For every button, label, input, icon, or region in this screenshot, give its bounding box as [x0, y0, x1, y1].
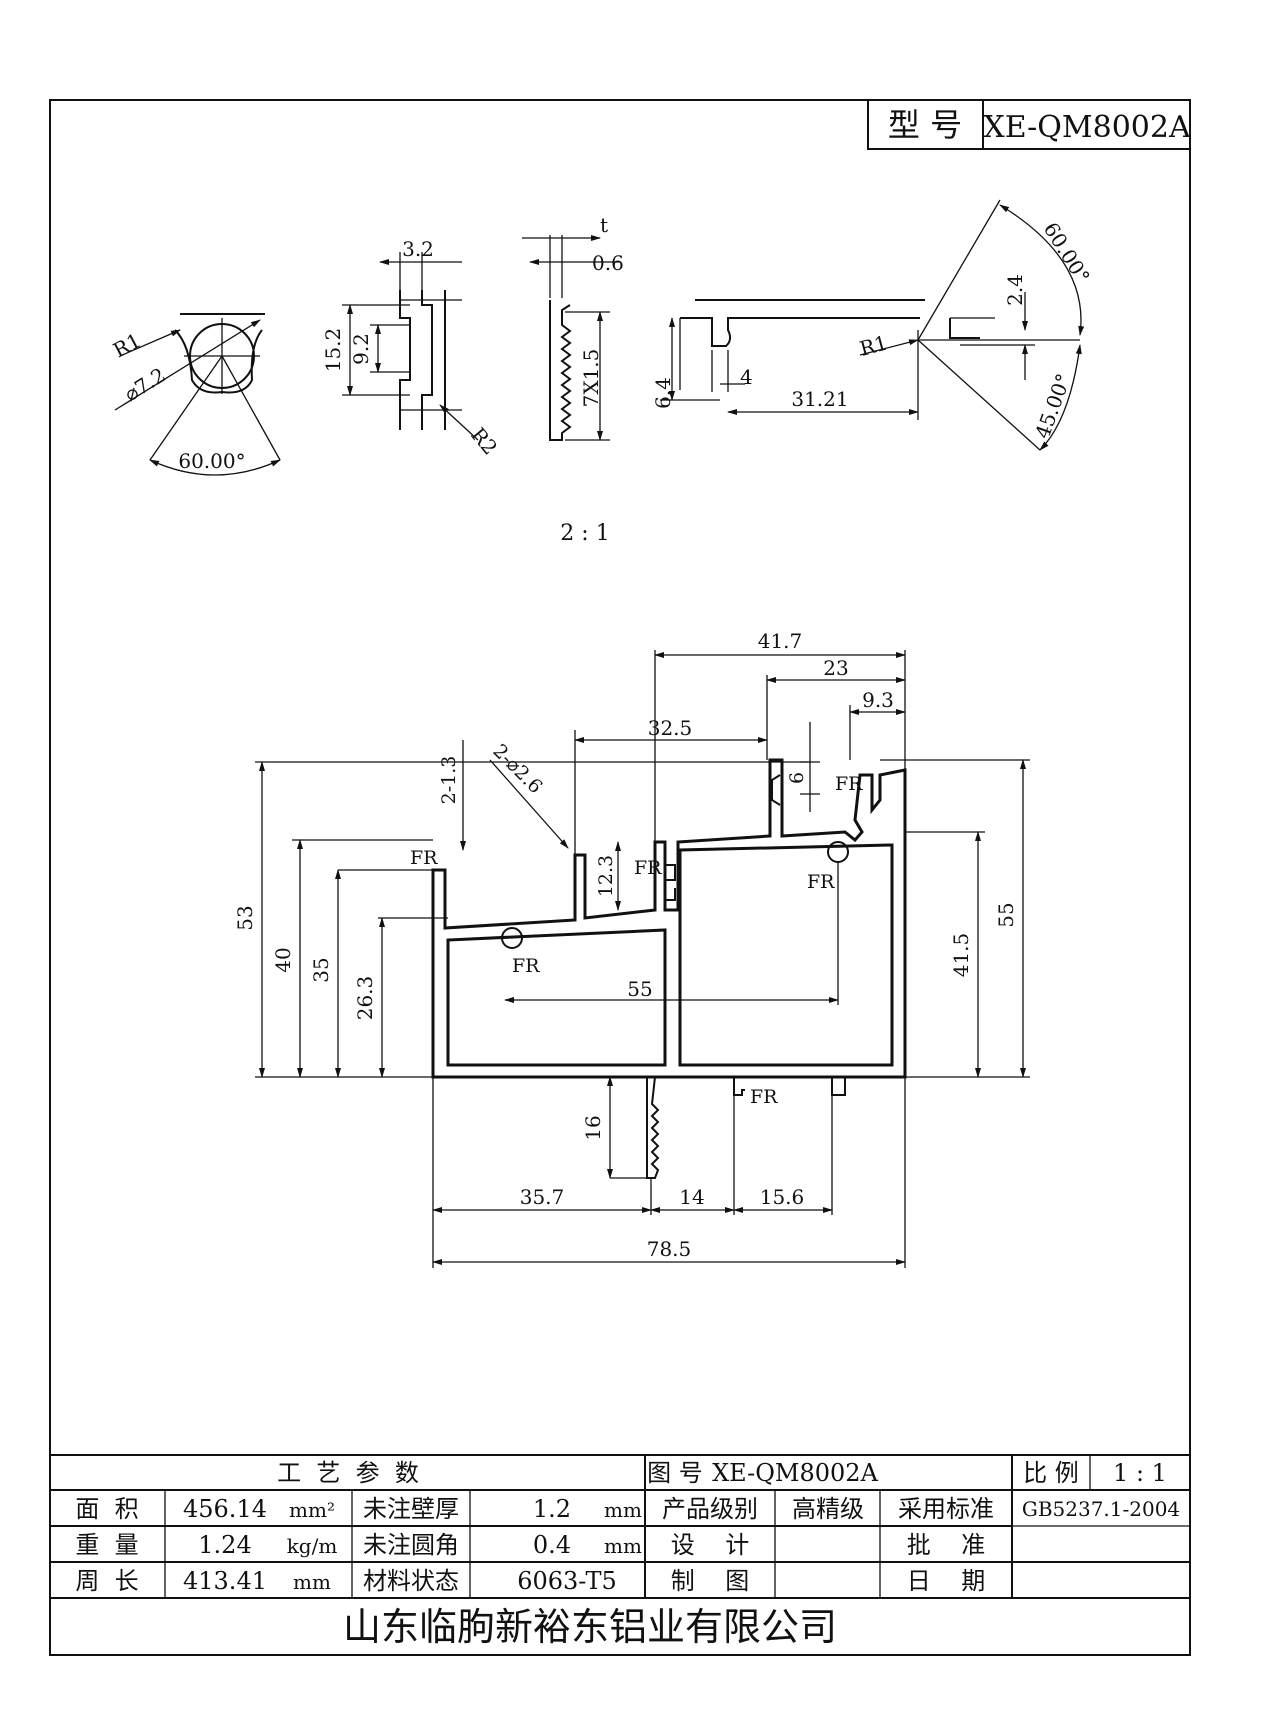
wall-label: 未注壁厚: [363, 1495, 459, 1523]
d4-height-small: 2.4: [1003, 274, 1027, 306]
model-number-box: 型 号 XE-QM8002A: [867, 99, 1191, 150]
model-label: 型 号: [888, 106, 962, 144]
detail-scale: 2 : 1: [560, 521, 609, 546]
drawn-label: 制 图: [671, 1567, 750, 1595]
d4-radius: R1: [857, 330, 890, 360]
d4-width-long: 31.21: [791, 387, 848, 411]
dim-6: 6: [786, 772, 808, 784]
dim-2-1-3: 2-1.3: [438, 756, 460, 805]
drawing-no-label: 图 号: [647, 1459, 703, 1487]
grade-value: 高精级: [792, 1495, 864, 1523]
fr-labels: FR FR FR FR FR FR: [410, 773, 863, 1108]
weight-unit: kg/m: [287, 1534, 338, 1558]
fr-label: FR: [835, 773, 863, 795]
d3-teeth: 7X1.5: [579, 349, 603, 408]
drawing-frame: [49, 99, 1191, 1656]
dim-35: 35: [309, 957, 333, 982]
date-label: 日 期: [907, 1567, 986, 1595]
dim-15-6: 15.6: [760, 1185, 805, 1209]
weight-value: 1.24: [198, 1531, 251, 1559]
dim-55-horizontal: 55: [627, 977, 652, 1001]
d1-angle: 60.00°: [178, 449, 245, 473]
dim-35-7: 35.7: [520, 1185, 565, 1209]
area-value: 456.14: [183, 1495, 267, 1523]
dim-40: 40: [271, 947, 295, 972]
standard-label: 采用标准: [898, 1495, 994, 1523]
wall-unit: mm: [604, 1498, 642, 1522]
dim-26-3: 26.3: [353, 976, 377, 1021]
section-dimensions: 41.7 23 9.3 32.5 6 2-1.3 2-⌀2.6 12.3 53 …: [233, 629, 1030, 1268]
wall-value: 1.2: [533, 1495, 571, 1523]
scale-value: 1 : 1: [1113, 1459, 1167, 1487]
title-block: 工 艺 参 数 图 号 XE-QM8002A 比 例 1 : 1 面 积 456…: [50, 1454, 1190, 1649]
area-unit: mm²: [289, 1498, 335, 1522]
fr-label: FR: [750, 1086, 778, 1108]
profile-cross-section: [431, 758, 907, 1179]
fillet-value: 0.4: [533, 1531, 571, 1559]
d2-height-inner: 9.2: [349, 333, 373, 365]
fr-label: FR: [807, 871, 835, 893]
grade-label: 产品级别: [662, 1495, 758, 1523]
d2-width: 3.2: [402, 237, 434, 261]
model-value: XE-QM8002A: [983, 110, 1191, 145]
detail-flange: 6.4 4 31.21 60.00° 45.00° 2.4 R1: [651, 199, 1095, 451]
d2-radius: R2: [466, 423, 502, 460]
dim-14: 14: [679, 1185, 704, 1209]
fr-label: FR: [512, 955, 540, 977]
d3-t-value: 0.6: [592, 251, 624, 275]
d4-height: 6.4: [651, 377, 675, 409]
d4-angle-top: 60.00°: [1039, 218, 1095, 288]
fillet-unit: mm: [604, 1534, 642, 1558]
process-params-title: 工 艺 参 数: [277, 1459, 419, 1487]
d4-width-small: 4: [740, 365, 753, 389]
temper-value: 6063-T5: [517, 1567, 617, 1595]
drawing-no-value: XE-QM8002A: [712, 1459, 878, 1487]
perimeter-unit: mm: [293, 1570, 331, 1594]
area-label: 面 积: [75, 1495, 138, 1523]
dim-9-3: 9.3: [862, 688, 894, 712]
detail-round-groove: R1 ⌀7.2 60.00°: [109, 313, 281, 476]
temper-label: 材料状态: [363, 1567, 459, 1595]
d2-height-outer: 15.2: [321, 328, 345, 373]
dim-32-5: 32.5: [648, 716, 693, 740]
d1-diameter: ⌀7.2: [120, 363, 170, 407]
dim-53: 53: [233, 905, 257, 930]
dim-78-5: 78.5: [647, 1237, 692, 1261]
detail-slot: 3.2 15.2 9.2 R2: [321, 237, 502, 460]
dim-23: 23: [823, 656, 848, 680]
d4-angle-bottom: 45.00°: [1030, 370, 1076, 441]
standard-value: GB5237.1-2004: [1022, 1497, 1180, 1521]
approve-label: 批 准: [907, 1531, 986, 1559]
perimeter-label: 周 长: [75, 1567, 138, 1595]
weight-label: 重 量: [75, 1531, 138, 1559]
d3-t-label: t: [600, 213, 608, 237]
design-label: 设 计: [671, 1531, 750, 1559]
dim-16: 16: [581, 1115, 605, 1140]
dim-41-5: 41.5: [949, 933, 973, 978]
fr-label: FR: [634, 857, 662, 879]
perimeter-value: 413.41: [183, 1567, 267, 1595]
fillet-label: 未注圆角: [363, 1531, 459, 1559]
detail-serration: t 0.6 7X1.5: [522, 213, 624, 441]
dim-55-vertical: 55: [994, 902, 1018, 927]
dim-41-7: 41.7: [758, 629, 803, 653]
dim-12-3: 12.3: [595, 855, 617, 897]
company-name: 山东临朐新裕东铝业有限公司: [343, 1605, 837, 1649]
scale-label: 比 例: [1023, 1459, 1079, 1487]
d1-radius: R1: [109, 328, 145, 362]
fr-label: FR: [410, 847, 438, 869]
